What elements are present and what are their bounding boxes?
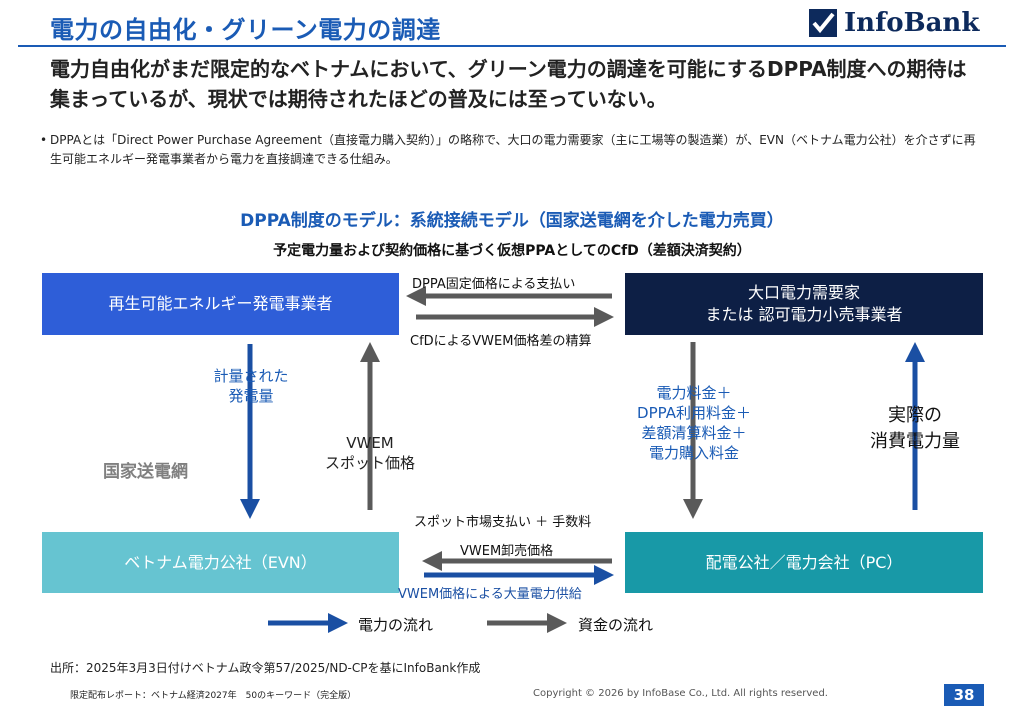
actual-line2: 消費電力量 [870, 431, 960, 452]
actual-consumption-label: 実際の 消費電力量 [850, 403, 980, 455]
evn-label: ベトナム電力公社（EVN） [124, 552, 317, 572]
checkmark-logo-icon [809, 9, 837, 37]
charges-label: 電力料金＋ DPPA利用料金＋ 差額清算料金＋ 電力購入料金 [614, 383, 774, 463]
fixed-payment-label: DPPA固定価格による支払い [412, 277, 576, 292]
source-note: 出所：2025年3月3日付けベトナム政令第57/2025/ND-CPを基にInf… [50, 661, 481, 675]
evn-box: ベトナム電力公社（EVN） [42, 532, 399, 593]
metered-line1: 計量された [213, 367, 289, 385]
generator-label: 再生可能エネルギー発電事業者 [108, 294, 333, 313]
vwem-spot-line2: スポット価格 [324, 454, 415, 472]
wholesale-label: VWEM卸売価格 [460, 544, 554, 559]
charges-line3: 差額清算料金＋ [641, 424, 747, 442]
metered-output-label: 計量された 発電量 [196, 366, 306, 406]
page-title: 電力の自由化・グリーン電力の調達 [50, 16, 441, 44]
bullet-text: DPPAとは「Direct Power Purchase Agreement（直… [50, 133, 976, 166]
diagram-subtitle: 予定電力量および契約価格に基づく仮想PPAとしてのCfD（差額決済契約） [273, 243, 751, 259]
infobank-logo: InfoBank [808, 5, 1008, 41]
buyer-label-line2: または 認可電力小売事業者 [705, 305, 903, 324]
metered-line2: 発電量 [228, 387, 274, 405]
lead-paragraph: 電力自由化がまだ限定的なベトナムにおいて、グリーン電力の調達を可能にするDPPA… [50, 57, 967, 111]
limited-distribution-note: 限定配布レポート：ベトナム経済2027年 50のキーワード（完全版） [70, 691, 357, 701]
vwem-spot-line1: VWEM [346, 434, 394, 452]
generator-box: 再生可能エネルギー発電事業者 [42, 273, 399, 335]
cfd-settlement-label: CfDによるVWEM価格差の精算 [410, 334, 592, 349]
charges-line4: 電力購入料金 [648, 444, 739, 462]
actual-line1: 実際の [888, 405, 942, 426]
copyright: Copyright © 2026 by InfoBase Co., Ltd. A… [533, 688, 828, 699]
vwem-spot-label: VWEM スポット価格 [310, 433, 430, 473]
title-rule [18, 45, 1006, 47]
legend-money-label: 資金の流れ [578, 616, 654, 634]
legend-power-label: 電力の流れ [358, 616, 434, 634]
bullet-item: • DPPAとは「Direct Power Purchase Agreement… [40, 131, 980, 169]
bulk-supply-label: VWEM価格による大量電力供給 [398, 587, 582, 602]
charges-line2: DPPA利用料金＋ [637, 404, 751, 422]
pc-box: 配電公社／電力会社（PC） [625, 532, 983, 593]
bullet-dot: • [40, 133, 48, 147]
buyer-box: 大口電力需要家 または 認可電力小売事業者 [625, 273, 983, 335]
pc-label: 配電公社／電力会社（PC） [705, 552, 903, 572]
charges-line1: 電力料金＋ [656, 384, 732, 402]
page-number: 38 [944, 684, 984, 706]
logo-text: InfoBank [844, 8, 980, 38]
diagram-title: DPPA制度のモデル：系統接続モデル（国家送電網を介した電力売買） [240, 211, 784, 231]
national-grid-label: 国家送電網 [103, 462, 188, 482]
buyer-label-line1: 大口電力需要家 [747, 283, 860, 302]
spot-market-label: スポット市場支払い ＋ 手数料 [414, 515, 592, 530]
